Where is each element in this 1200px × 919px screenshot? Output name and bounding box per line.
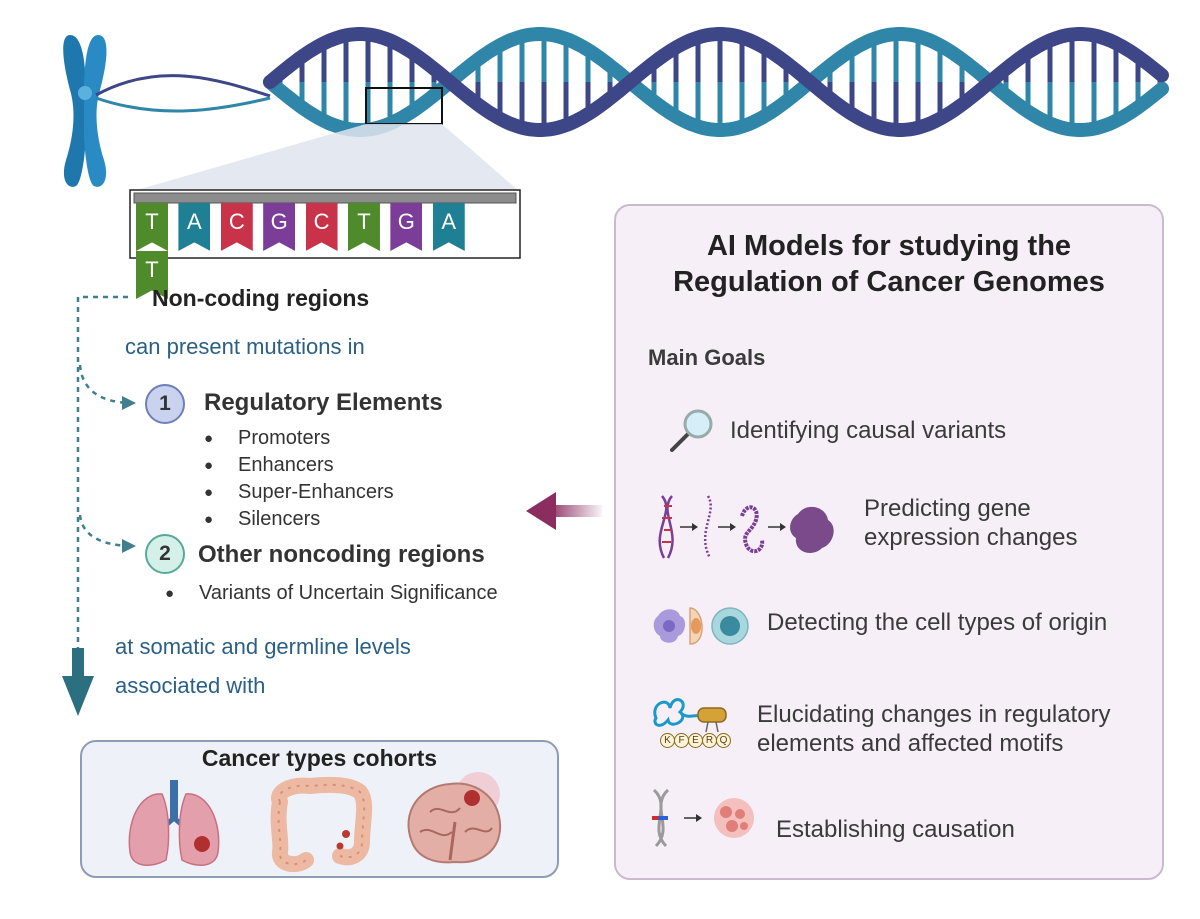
nucleotide-T: T xyxy=(136,203,168,251)
nucleotide-T: T xyxy=(347,203,380,251)
nucleotide-G: G xyxy=(390,203,423,251)
dna-to-protein-icon xyxy=(658,495,834,559)
flow-connectors xyxy=(62,295,136,716)
goal-text: Detecting the cell types of origin xyxy=(767,609,1108,636)
other-noncoding-title: Other noncoding regions xyxy=(198,541,485,568)
nucleotide-A: A xyxy=(178,203,211,251)
goal-text: Identifying causal variants xyxy=(730,417,1007,444)
nucleotide-G: G xyxy=(263,203,296,251)
motif-letter: F xyxy=(674,733,689,748)
motif-letter: E xyxy=(688,733,703,748)
motif-letter: Q xyxy=(716,733,731,748)
goal-text: expression changes xyxy=(864,524,1078,551)
zoom-projection xyxy=(130,124,520,192)
brain-icon xyxy=(407,772,502,864)
magnifier-icon xyxy=(670,409,713,452)
noncoding-heading: Non-coding regions xyxy=(152,285,370,311)
regulatory-elements-title: Regulatory Elements xyxy=(204,389,443,416)
levels-text: at somatic and germline levels xyxy=(115,634,411,659)
list-item: Silencers xyxy=(204,506,394,533)
panel-title-line2: Regulation of Cancer Genomes xyxy=(673,266,1105,298)
list-item: Enhancers xyxy=(204,452,394,479)
cells-icon xyxy=(653,607,749,645)
motif-letter: R xyxy=(702,733,717,748)
dna-strand-navy xyxy=(263,27,1169,137)
colon-icon xyxy=(270,776,373,873)
dna-to-tumor-icon xyxy=(652,788,754,848)
main-goals-heading: Main Goals xyxy=(648,345,766,370)
motif-letter: K xyxy=(660,733,675,748)
chromosome-icon xyxy=(63,35,107,187)
nucleotide-A: A xyxy=(432,203,465,251)
organs-graphic xyxy=(128,772,502,873)
lungs-icon xyxy=(128,780,220,866)
regulatory-elements-list: Promoters Enhancers Super-Enhancers Sile… xyxy=(204,425,394,533)
ai-models-panel xyxy=(614,204,1164,880)
dna-strand-teal xyxy=(263,27,1169,137)
item-number-badge: 1 xyxy=(145,384,185,424)
goal-text: Establishing causation xyxy=(776,816,1015,843)
nucleotide-C: C xyxy=(220,203,253,251)
list-item: Promoters xyxy=(204,425,394,452)
mutation-subtext: can present mutations in xyxy=(125,334,365,359)
panel-title-line1: AI Models for studying the xyxy=(706,230,1072,262)
goal-text: Elucidating changes in regulatory xyxy=(757,701,1111,728)
list-item: Variants of Uncertain Significance xyxy=(165,580,498,607)
goal-text: Predicting gene xyxy=(864,495,1031,522)
link-arrow xyxy=(526,492,602,530)
cohorts-title: Cancer types cohorts xyxy=(201,745,438,771)
other-noncoding-list: Variants of Uncertain Significance xyxy=(165,580,498,607)
list-item: Super-Enhancers xyxy=(204,479,394,506)
nucleotide-T: T xyxy=(136,251,168,299)
goal-text: elements and affected motifs xyxy=(757,730,1064,757)
item-number-badge: 2 xyxy=(145,534,185,574)
associated-text: associated with xyxy=(115,673,266,698)
motif-binding-icon xyxy=(653,698,727,733)
nucleotide-C: C xyxy=(305,203,338,251)
